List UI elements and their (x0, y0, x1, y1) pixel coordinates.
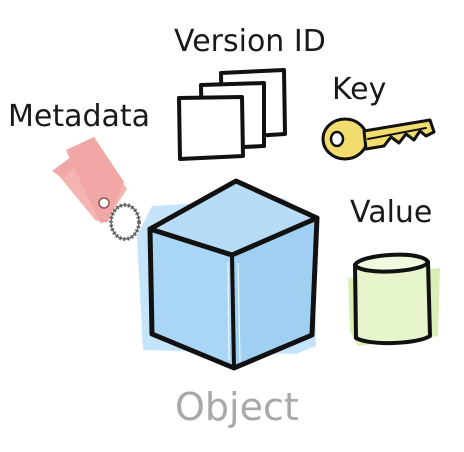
cylinder-icon (348, 252, 440, 346)
value-label: Value (350, 195, 432, 230)
version-id-label: Version ID (174, 24, 326, 59)
cube-icon (137, 178, 320, 371)
metadata-label: Metadata (8, 99, 150, 134)
key-icon (321, 117, 436, 161)
luggage-tag-icon (52, 137, 141, 241)
key-label: Key (332, 72, 386, 107)
object-label: Object (175, 385, 299, 429)
stacked-pages-icon (177, 68, 287, 161)
